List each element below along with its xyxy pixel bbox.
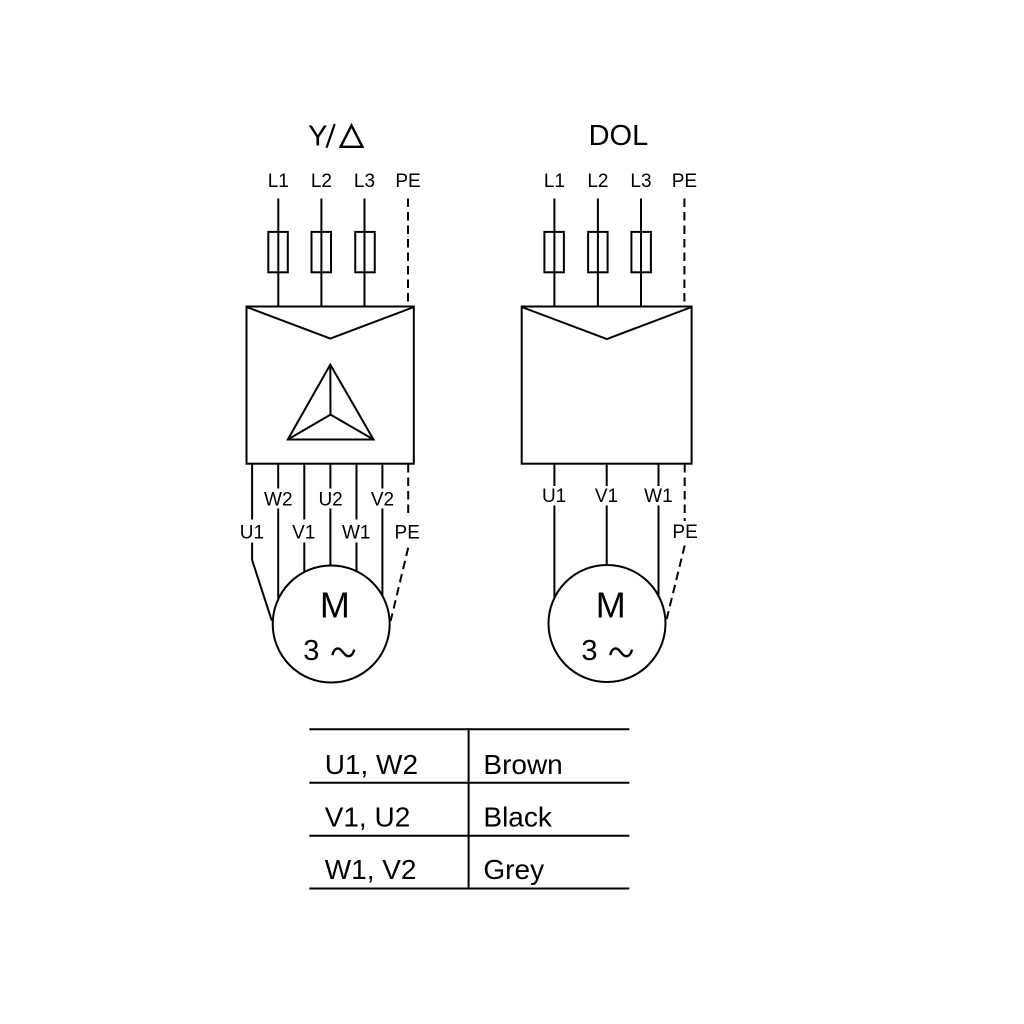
svg-text:U1: U1 <box>542 486 566 507</box>
svg-text:W1, V2: W1, V2 <box>325 854 417 885</box>
svg-text:L3: L3 <box>630 171 651 192</box>
svg-text:PE: PE <box>395 522 420 543</box>
svg-text:PE: PE <box>672 522 697 543</box>
svg-text:V1: V1 <box>292 522 315 543</box>
svg-text:U1, W2: U1, W2 <box>325 749 418 780</box>
svg-text:L3: L3 <box>354 171 375 192</box>
svg-text:U2: U2 <box>318 489 342 510</box>
svg-text:PE: PE <box>395 171 420 192</box>
svg-text:V1: V1 <box>595 486 618 507</box>
svg-text:PE: PE <box>672 171 697 192</box>
svg-text:Y: Y <box>308 120 327 152</box>
svg-text:W1: W1 <box>644 486 673 507</box>
svg-text:L1: L1 <box>544 171 565 192</box>
svg-text:Black: Black <box>483 802 552 833</box>
svg-text:M: M <box>320 585 350 626</box>
svg-text:V2: V2 <box>371 489 394 510</box>
svg-text:W2: W2 <box>264 489 293 510</box>
svg-text:V1, U2: V1, U2 <box>325 802 411 833</box>
svg-text:Grey: Grey <box>483 854 544 885</box>
svg-text:Brown: Brown <box>483 749 562 780</box>
svg-text:3: 3 <box>581 635 597 667</box>
svg-text:3: 3 <box>303 635 319 667</box>
svg-text:DOL: DOL <box>589 120 649 152</box>
svg-text:L1: L1 <box>268 171 289 192</box>
svg-text:M: M <box>596 585 626 626</box>
svg-text:W1: W1 <box>342 522 371 543</box>
svg-text:U1: U1 <box>240 522 264 543</box>
svg-text:L2: L2 <box>311 171 332 192</box>
svg-text:L2: L2 <box>587 171 608 192</box>
